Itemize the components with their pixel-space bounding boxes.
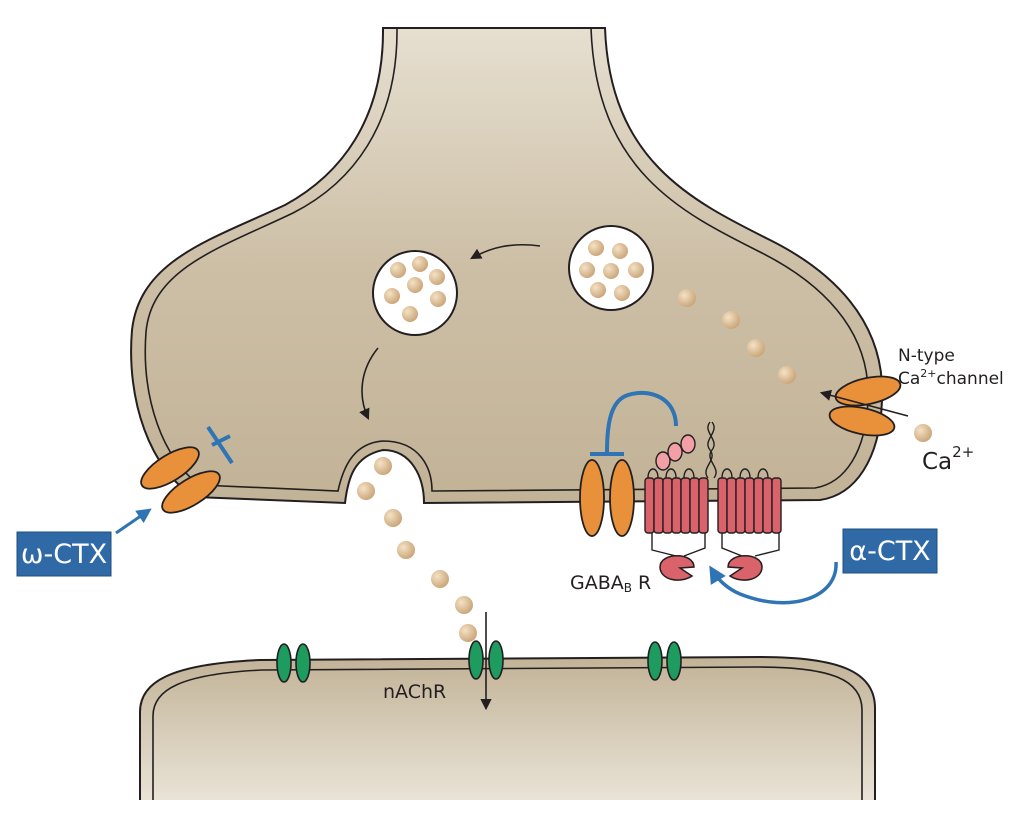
ntype-label-line2: Ca2+channel: [898, 367, 1004, 389]
alpha-ctx-box: α-CTX: [842, 528, 938, 574]
gaba-coupled-ca-channel: [579, 459, 635, 537]
gabab-receptor: [644, 421, 782, 581]
released-transmitter: [357, 457, 477, 642]
gabab-subunit-2: [717, 477, 782, 534]
gabab-vft-left: [659, 555, 695, 581]
gaba-inhibition-mark: [590, 390, 678, 456]
g-protein: [655, 434, 696, 471]
n-type-ca-channel: [828, 375, 902, 437]
omega-block-mark: [206, 425, 234, 465]
presynaptic-terminal: [130, 27, 884, 505]
vesicle-left: [372, 250, 458, 336]
nachr-channel-1a: [276, 643, 292, 683]
postsynaptic-membrane-outer: [139, 655, 876, 800]
presynaptic-membrane-inner: [144, 27, 869, 492]
nachr-channel-2b: [488, 640, 504, 680]
nachr-channel-3a: [647, 641, 663, 681]
nachr-channel-1b: [295, 643, 311, 683]
nachr-channels: [276, 640, 682, 683]
gabab-subunit-1: [644, 477, 709, 534]
calcium-ions: [678, 289, 932, 442]
vesicle-right: [568, 225, 654, 311]
gabab-loops-top: [647, 468, 769, 479]
gabab-coiled-coil: [705, 421, 717, 479]
alpha-ctx-label: α-CTX: [849, 536, 930, 567]
nachr-label: nAChR: [383, 681, 446, 703]
ntype-label-line1: N-type: [898, 346, 955, 366]
nachr-channel-2a: [468, 640, 484, 680]
omega-arrow: [115, 508, 152, 535]
postsynaptic-membrane-inner: [152, 666, 863, 800]
gabab-vft-right: [727, 555, 763, 581]
alpha-arrow: [709, 561, 838, 605]
nachr-channel-3b: [666, 641, 682, 681]
left-ca-channel: [140, 446, 221, 514]
ca-ion-label: Ca2+: [922, 443, 974, 475]
ca-influx-arrow: [819, 389, 909, 417]
omega-ctx-label: ω-CTX: [21, 539, 107, 570]
omega-ctx-box: ω-CTX: [16, 531, 112, 577]
vesicle-cycle-arrow-left: [359, 347, 379, 421]
vesicle-cycle-arrow-top: [470, 243, 541, 260]
postsynaptic-cell: [140, 657, 875, 800]
gabab-label: GABAB R: [570, 572, 651, 595]
gabab-linkers: [651, 533, 780, 557]
